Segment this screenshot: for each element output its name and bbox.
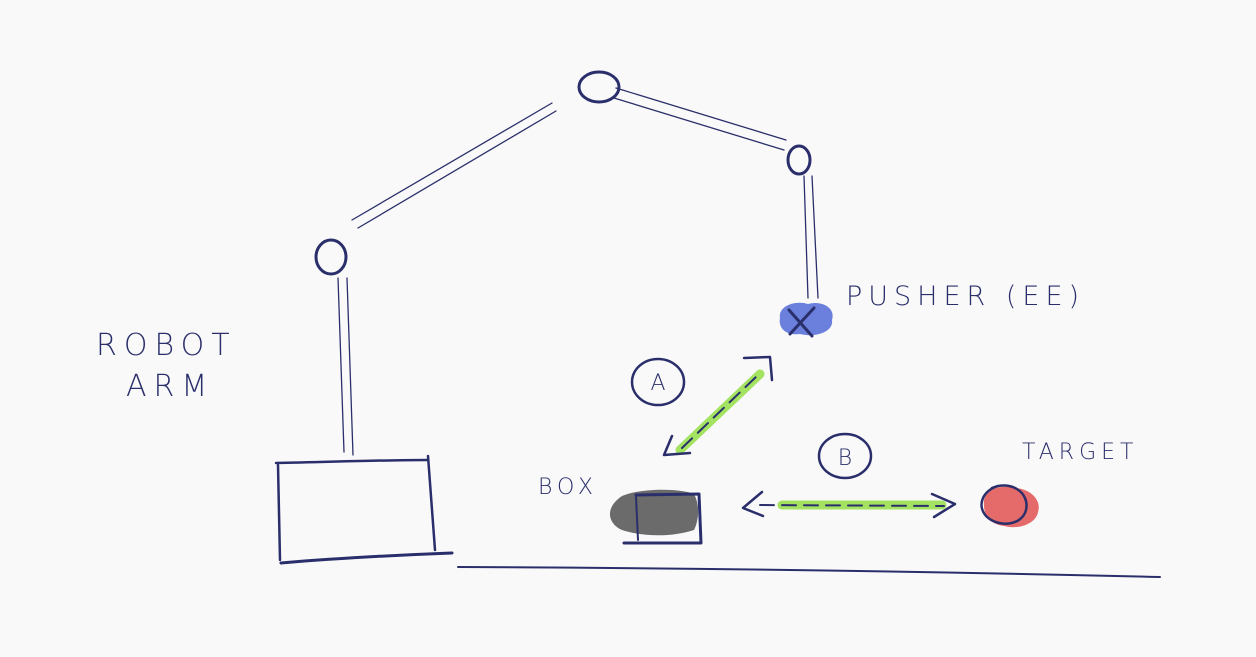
path-b-label: B	[817, 432, 873, 480]
pusher-label: PUSHER (EE)	[846, 281, 1085, 312]
robot-base	[274, 454, 454, 565]
path-b-arrow	[741, 490, 957, 519]
joint-1	[314, 238, 348, 276]
arm-label: ARM	[126, 369, 214, 404]
arm-link-1	[337, 277, 354, 456]
arm-link-3	[613, 87, 787, 151]
joint-3	[786, 144, 812, 176]
arm-link-2	[351, 102, 557, 229]
path-a-label: A	[630, 357, 686, 407]
target-marker	[980, 484, 1039, 528]
target-label: TARGET	[1022, 440, 1138, 465]
joint-2	[577, 70, 621, 104]
box-label: BOX	[538, 475, 598, 500]
path-a-arrow	[662, 355, 774, 457]
box-object	[609, 489, 703, 545]
svg-text:B: B	[838, 446, 852, 471]
ground-line	[457, 566, 1161, 578]
robot-label: ROBOT	[96, 328, 237, 363]
pusher-end-effector	[779, 302, 833, 338]
arm-link-4	[803, 175, 819, 299]
svg-text:A: A	[650, 371, 665, 396]
